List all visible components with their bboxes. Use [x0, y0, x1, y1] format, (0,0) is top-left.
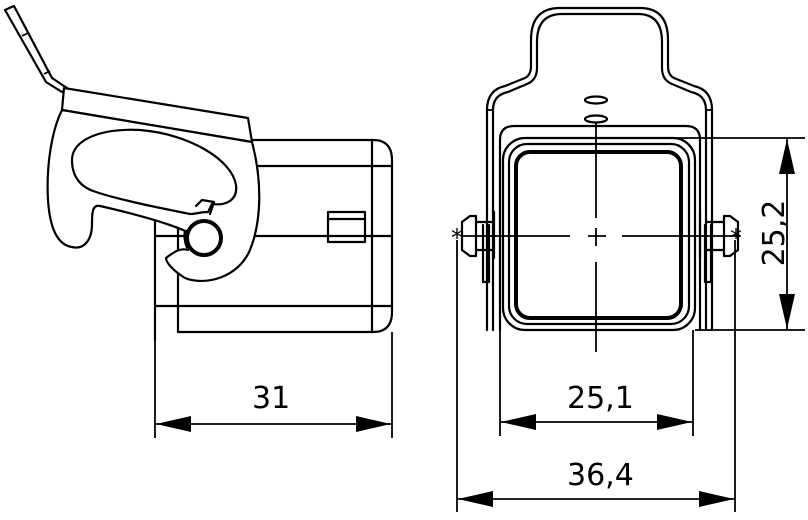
dimension-label-25-2: 25,2: [757, 199, 792, 267]
pivot-marker-left: *: [451, 224, 463, 252]
dimension-36-4: [456, 240, 736, 512]
side-pin-left: [460, 210, 496, 284]
front-view: * *: [451, 6, 805, 512]
dimension-label-25-1: 25,1: [567, 381, 634, 416]
side-view: [3, 4, 394, 438]
dimension-25-2: [596, 137, 805, 331]
mounting-bracket: [485, 6, 714, 332]
dimension-31: [154, 332, 393, 438]
dimension-label-36-4: 36,4: [567, 458, 634, 493]
housing-frame: [498, 124, 702, 332]
dimension-25-1: [499, 330, 694, 436]
pivot-marker-right: *: [730, 224, 742, 252]
pivot-pin: [183, 219, 223, 257]
dimension-label-31: 31: [252, 381, 291, 416]
